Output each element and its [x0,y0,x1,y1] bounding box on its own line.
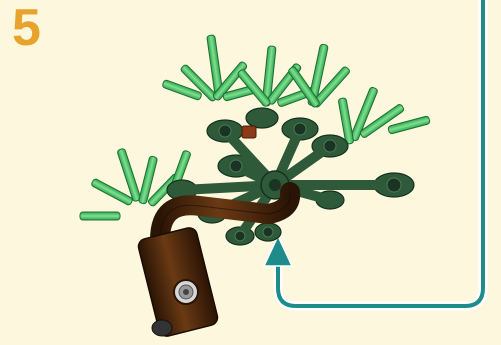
lego-tree-branch-model [0,0,501,345]
instruction-step-page: 5 [0,0,501,345]
